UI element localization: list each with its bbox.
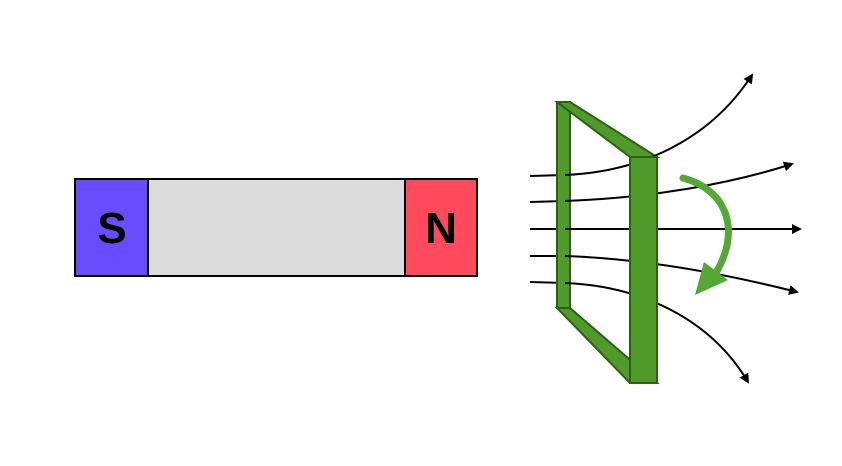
magnet-south-pole bbox=[74, 178, 149, 277]
loop-top-side bbox=[554, 101, 661, 158]
north-pole-label: N bbox=[425, 204, 457, 253]
loop-front-side bbox=[629, 156, 658, 384]
wire-loop bbox=[554, 101, 661, 384]
field-lines-exiting bbox=[564, 73, 802, 384]
rotation-arrow-arc bbox=[679, 174, 732, 280]
loop-back-side bbox=[556, 101, 571, 309]
field-line-2 bbox=[564, 161, 794, 202]
field-line-4 bbox=[564, 255, 799, 295]
magnet-body bbox=[147, 178, 406, 277]
south-pole-label: S bbox=[97, 204, 126, 253]
field-line-5 bbox=[564, 282, 750, 384]
rotation-arrow-head bbox=[695, 262, 728, 295]
magnet-north-pole bbox=[404, 178, 478, 277]
rotation-arrow bbox=[679, 174, 732, 295]
bar-magnet: S N bbox=[74, 178, 478, 277]
field-line-1 bbox=[564, 73, 754, 176]
